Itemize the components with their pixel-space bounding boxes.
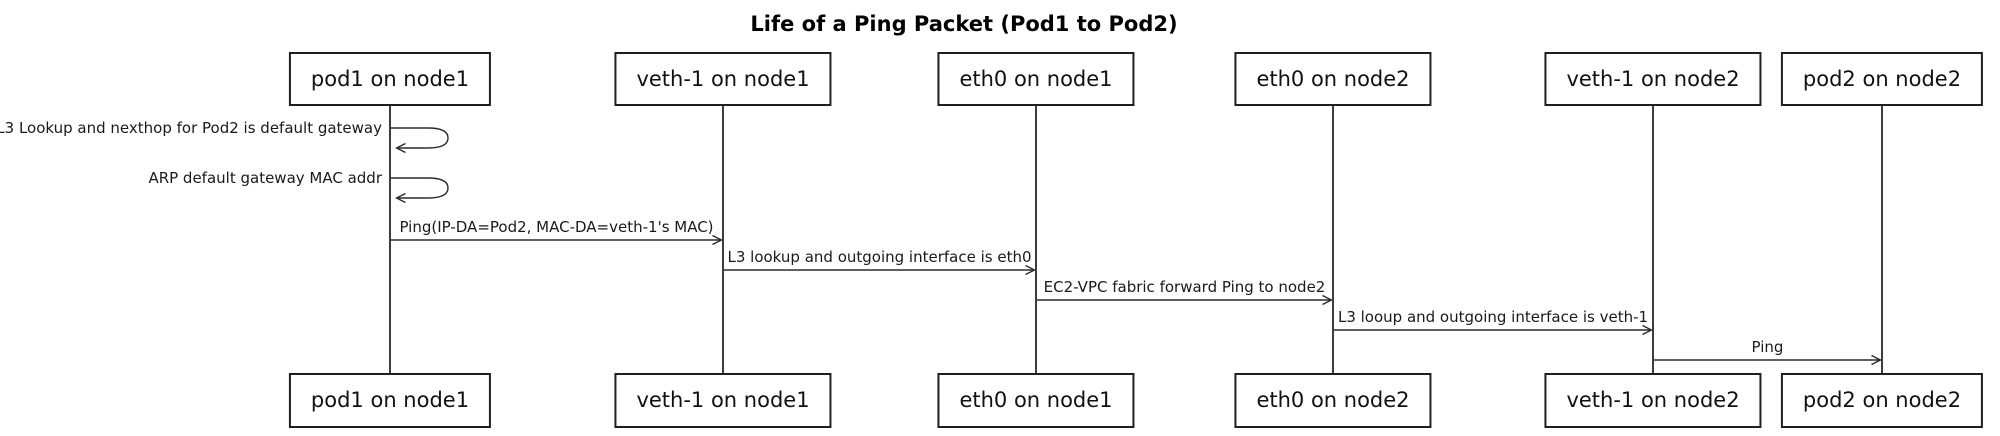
- message-label-3: L3 lookup and outgoing interface is eth0: [727, 248, 1032, 266]
- lifeline-pod2-node2: [1881, 106, 1883, 373]
- lifeline-eth0-node1: [1035, 106, 1037, 373]
- lifeline-veth1-node1: [722, 106, 724, 373]
- lifeline-veth1-node2: [1652, 106, 1654, 373]
- message-label-6: Ping: [1751, 338, 1784, 356]
- message-label-2: Ping(IP-DA=Pod2, MAC-DA=veth-1's MAC): [399, 218, 714, 236]
- participant-box-top-veth1-node2: veth-1 on node2: [1544, 52, 1762, 106]
- message-label-0: L3 Lookup and nexthop for Pod2 is defaul…: [0, 119, 382, 137]
- participant-box-bottom-pod1-node1: pod1 on node1: [288, 373, 492, 428]
- participant-box-bottom-eth0-node2: eth0 on node2: [1234, 373, 1432, 428]
- participant-box-top-eth0-node1: eth0 on node1: [937, 52, 1135, 106]
- message-label-4: EC2-VPC fabric forward Ping to node2: [1043, 278, 1326, 296]
- self-message-loop: [391, 127, 449, 148]
- participant-box-top-pod2-node2: pod2 on node2: [1780, 52, 1984, 106]
- message-label-5: L3 looup and outgoing interface is veth-…: [1337, 308, 1649, 326]
- participant-box-top-veth1-node1: veth-1 on node1: [614, 52, 832, 106]
- participant-box-top-pod1-node1: pod1 on node1: [288, 52, 492, 106]
- lifeline-eth0-node2: [1332, 106, 1334, 373]
- participant-box-bottom-pod2-node2: pod2 on node2: [1780, 373, 1984, 428]
- lifeline-pod1-node1: [389, 106, 391, 373]
- participant-box-bottom-veth1-node1: veth-1 on node1: [614, 373, 832, 428]
- self-message-loop: [391, 177, 449, 198]
- participant-box-bottom-veth1-node2: veth-1 on node2: [1544, 373, 1762, 428]
- participant-box-top-eth0-node2: eth0 on node2: [1234, 52, 1432, 106]
- diagram-title: Life of a Ping Packet (Pod1 to Pod2): [750, 12, 1178, 36]
- participant-box-bottom-eth0-node1: eth0 on node1: [937, 373, 1135, 428]
- message-label-1: ARP default gateway MAC addr: [148, 169, 382, 187]
